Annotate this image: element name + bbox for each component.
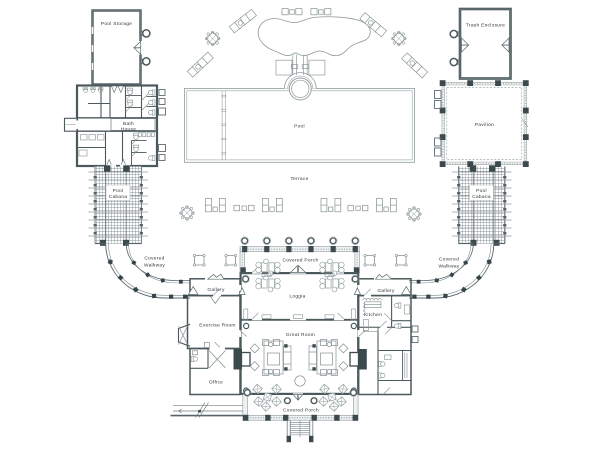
svg-text:Gallery: Gallery [377,288,395,294]
svg-text:Great Room: Great Room [286,332,315,338]
svg-text:Pool: Pool [294,123,305,129]
svg-text:Exercise Room: Exercise Room [199,323,235,329]
svg-text:Pavilion: Pavilion [475,122,494,128]
svg-text:Gallery: Gallery [207,287,225,293]
svg-text:Kitchen: Kitchen [364,312,382,318]
svg-text:Cabana: Cabana [472,194,491,200]
svg-text:Covered: Covered [144,255,164,261]
svg-text:Walkway: Walkway [438,263,459,269]
svg-text:House: House [121,126,136,132]
svg-text:Bath: Bath [123,121,134,127]
svg-text:Loggia: Loggia [289,294,305,300]
svg-text:Pool: Pool [113,188,124,194]
svg-text:Pool Storage: Pool Storage [101,21,132,27]
svg-text:Trash Enclosure: Trash Enclosure [466,23,505,29]
svg-text:Cabana: Cabana [109,194,128,200]
svg-text:Pool: Pool [476,188,487,194]
svg-text:Office: Office [209,380,223,386]
svg-text:Covered: Covered [439,256,459,262]
svg-text:Walkway: Walkway [144,262,165,268]
svg-text:Terrace: Terrace [290,176,308,182]
svg-text:Covered Porch: Covered Porch [283,258,319,264]
svg-text:Covered Porch: Covered Porch [283,408,319,414]
